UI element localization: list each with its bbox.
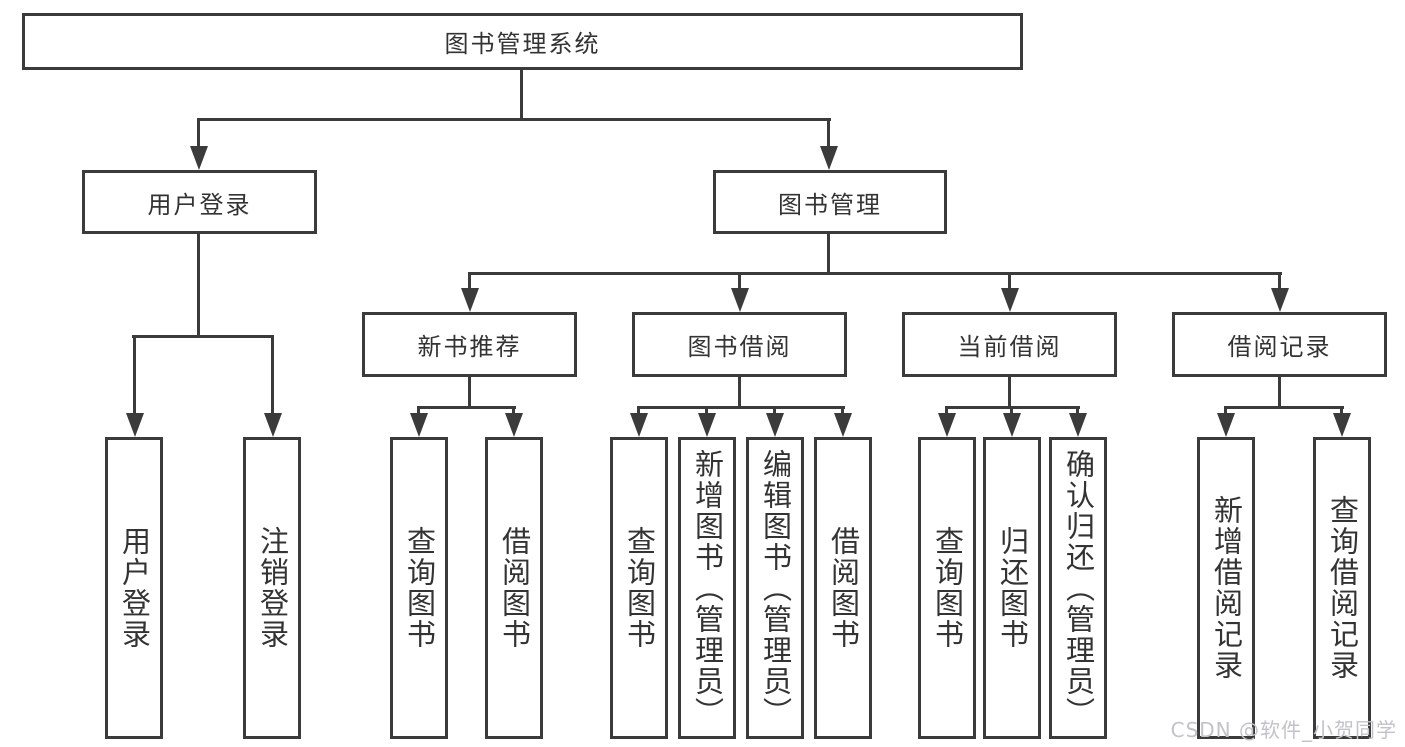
arrow-down-icon-newbooks-borrow <box>505 409 523 437</box>
node-user-login-label: 用户登录 <box>147 190 252 219</box>
leaf-borrow-edit-admin-label: 编辑图书（管理员） <box>758 448 793 728</box>
leaf-newbooks-borrow: 借阅图书 <box>485 437 543 739</box>
connector-level3-bar <box>468 272 1282 275</box>
arrow-down-icon-current-confirm <box>1069 409 1087 437</box>
leaf-newbooks-query-label: 查询图书 <box>402 526 437 650</box>
connector-borrow-records-bar <box>1224 406 1344 409</box>
node-root-label: 图书管理系统 <box>444 30 601 58</box>
leaf-records-add-label: 新增借阅记录 <box>1209 495 1244 681</box>
connector-book-borrow-bar <box>637 406 845 409</box>
arrow-down-icon-records-query <box>1333 409 1351 437</box>
arrow-down-icon-borrow-book <box>834 409 852 437</box>
leaf-borrow-query-label: 查询图书 <box>622 526 657 650</box>
node-borrow-records: 借阅记录 <box>1172 312 1387 377</box>
arrow-down-icon-borrow-add <box>698 409 716 437</box>
leaf-borrow-add-admin-label: 新增图书（管理员） <box>690 448 725 728</box>
leaf-current-return-label: 归还图书 <box>995 526 1030 650</box>
node-book-borrow-label: 图书借阅 <box>687 333 792 361</box>
arrow-down-icon-new-book-recommend <box>461 275 479 312</box>
csdn-watermark: CSDN @软件_小贺同学 <box>1170 718 1397 742</box>
node-current-borrow: 当前借阅 <box>902 312 1117 377</box>
leaf-current-return: 归还图书 <box>983 437 1041 739</box>
leaf-newbooks-borrow-label: 借阅图书 <box>497 526 532 650</box>
leaf-logout: 注销登录 <box>243 437 301 739</box>
leaf-borrow-book: 借阅图书 <box>814 437 872 739</box>
node-new-book-recommend-label: 新书推荐 <box>417 333 522 361</box>
leaf-borrow-book-label: 借阅图书 <box>826 526 861 650</box>
leaf-borrow-add-admin: 新增图书（管理员） <box>678 437 736 739</box>
node-book-management: 图书管理 <box>713 170 947 234</box>
leaf-current-query: 查询图书 <box>918 437 976 739</box>
leaf-user-login: 用户登录 <box>105 437 163 739</box>
node-book-management-label: 图书管理 <box>778 190 882 219</box>
leaf-current-confirm-admin: 确认归还（管理员） <box>1049 437 1107 739</box>
arrow-down-icon-book-borrow <box>731 275 749 312</box>
leaf-user-login-label: 用户登录 <box>117 526 152 650</box>
arrow-down-icon-records-add <box>1217 409 1235 437</box>
connector-new-book-recommend-bar <box>417 406 516 409</box>
node-book-borrow: 图书借阅 <box>632 312 847 377</box>
connector-book-management-stem <box>827 234 830 275</box>
arrow-down-icon-leaf-user-login <box>126 338 144 437</box>
arrow-down-icon-borrow-records <box>1271 275 1289 312</box>
arrow-down-icon-newbooks-query <box>410 409 428 437</box>
leaf-current-confirm-admin-label: 确认归还（管理员） <box>1061 448 1096 728</box>
arrow-down-icon-leaf-logout <box>264 338 282 437</box>
arrow-down-icon-current-query <box>938 409 956 437</box>
leaf-borrow-query: 查询图书 <box>610 437 668 739</box>
leaf-newbooks-query: 查询图书 <box>390 437 448 739</box>
leaf-records-query-label: 查询借阅记录 <box>1325 495 1360 681</box>
node-current-borrow-label: 当前借阅 <box>957 333 1062 361</box>
connector-current-borrow-stem <box>1008 377 1011 409</box>
connector-current-borrow-bar <box>945 406 1080 409</box>
arrow-down-icon-current-borrow <box>1001 275 1019 312</box>
connector-borrow-records-stem <box>1278 377 1281 409</box>
leaf-current-query-label: 查询图书 <box>930 526 965 650</box>
connector-level2-bar <box>197 118 831 121</box>
connector-root-stem <box>520 70 523 120</box>
node-new-book-recommend: 新书推荐 <box>362 312 577 377</box>
leaf-records-query: 查询借阅记录 <box>1313 437 1371 739</box>
arrow-down-icon-borrow-query <box>630 409 648 437</box>
connector-user-login-stem <box>197 234 200 338</box>
arrow-down-icon-book-management <box>820 120 838 170</box>
leaf-logout-label: 注销登录 <box>255 526 290 650</box>
connector-book-borrow-stem <box>738 377 741 409</box>
arrow-down-icon-current-return <box>1003 409 1021 437</box>
node-borrow-records-label: 借阅记录 <box>1227 333 1332 361</box>
node-root: 图书管理系统 <box>22 13 1023 70</box>
connector-new-book-recommend-stem <box>468 377 471 409</box>
node-user-login: 用户登录 <box>82 170 317 234</box>
arrow-down-icon-user-login <box>190 120 208 170</box>
leaf-records-add: 新增借阅记录 <box>1197 437 1255 739</box>
leaf-borrow-edit-admin: 编辑图书（管理员） <box>746 437 804 739</box>
arrow-down-icon-borrow-edit <box>766 409 784 437</box>
connector-user-login-bar <box>132 335 274 338</box>
